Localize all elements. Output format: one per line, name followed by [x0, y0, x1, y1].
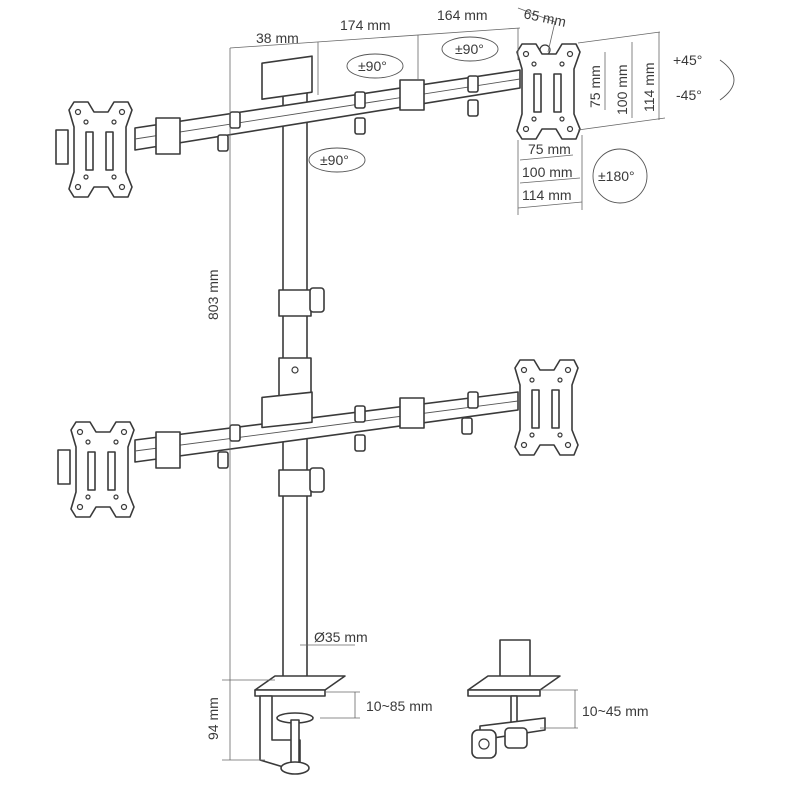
- lower-arm: [134, 391, 519, 469]
- rotate-arrow-icon: [592, 148, 648, 204]
- label-base-height: 94 mm: [205, 697, 221, 740]
- label-plate-height: 114 mm: [641, 62, 657, 112]
- label-tilt-up: +45°: [673, 52, 702, 68]
- label-grommet-range: 10~45 mm: [582, 703, 649, 719]
- label-arm-offset: 38 mm: [256, 30, 299, 46]
- collar-upper: [278, 289, 312, 317]
- dimension-labels: 38 mm 174 mm 164 mm 65 mm 75 mm 100 mm 1…: [205, 5, 702, 740]
- upper-right-vesa-plate: [516, 43, 581, 140]
- label-swivel-1: ±90°: [358, 58, 387, 74]
- grommet-base: [467, 639, 561, 759]
- tilt-arrow-icon: [719, 59, 735, 101]
- label-pole-height: 803 mm: [205, 269, 221, 320]
- swivel-arrow-icon: [441, 36, 499, 62]
- label-rotate: ±180°: [598, 168, 635, 184]
- label-vesa-h-75: 75 mm: [528, 141, 571, 157]
- label-tilt-down: -45°: [676, 87, 702, 103]
- dimension-lines: [222, 7, 666, 761]
- rotation-indicators: [308, 36, 735, 204]
- label-clamp-range: 10~85 mm: [366, 698, 433, 714]
- label-plate-width: 114 mm: [522, 187, 572, 203]
- label-swivel-3: ±90°: [320, 152, 349, 168]
- desk-clamp: [254, 675, 346, 775]
- upper-arm: [134, 55, 521, 155]
- label-vesa-h-100: 100 mm: [522, 164, 573, 180]
- label-plate-depth: 65 mm: [522, 5, 567, 30]
- swivel-arrow-icon: [346, 53, 404, 79]
- upper-left-vesa-plate: [55, 101, 133, 198]
- label-pole-diameter: Ø35 mm: [314, 629, 368, 645]
- label-swivel-2: ±90°: [455, 41, 484, 57]
- swivel-arrow-icon: [308, 147, 366, 173]
- label-vesa-v-75: 75 mm: [587, 65, 603, 108]
- lower-left-vesa-plate: [57, 421, 135, 518]
- collar-lower: [278, 469, 312, 497]
- label-arm-segment-2: 164 mm: [437, 7, 488, 23]
- label-vesa-v-100: 100 mm: [614, 64, 630, 115]
- label-arm-segment-1: 174 mm: [340, 17, 391, 33]
- lower-right-vesa-plate: [514, 359, 579, 456]
